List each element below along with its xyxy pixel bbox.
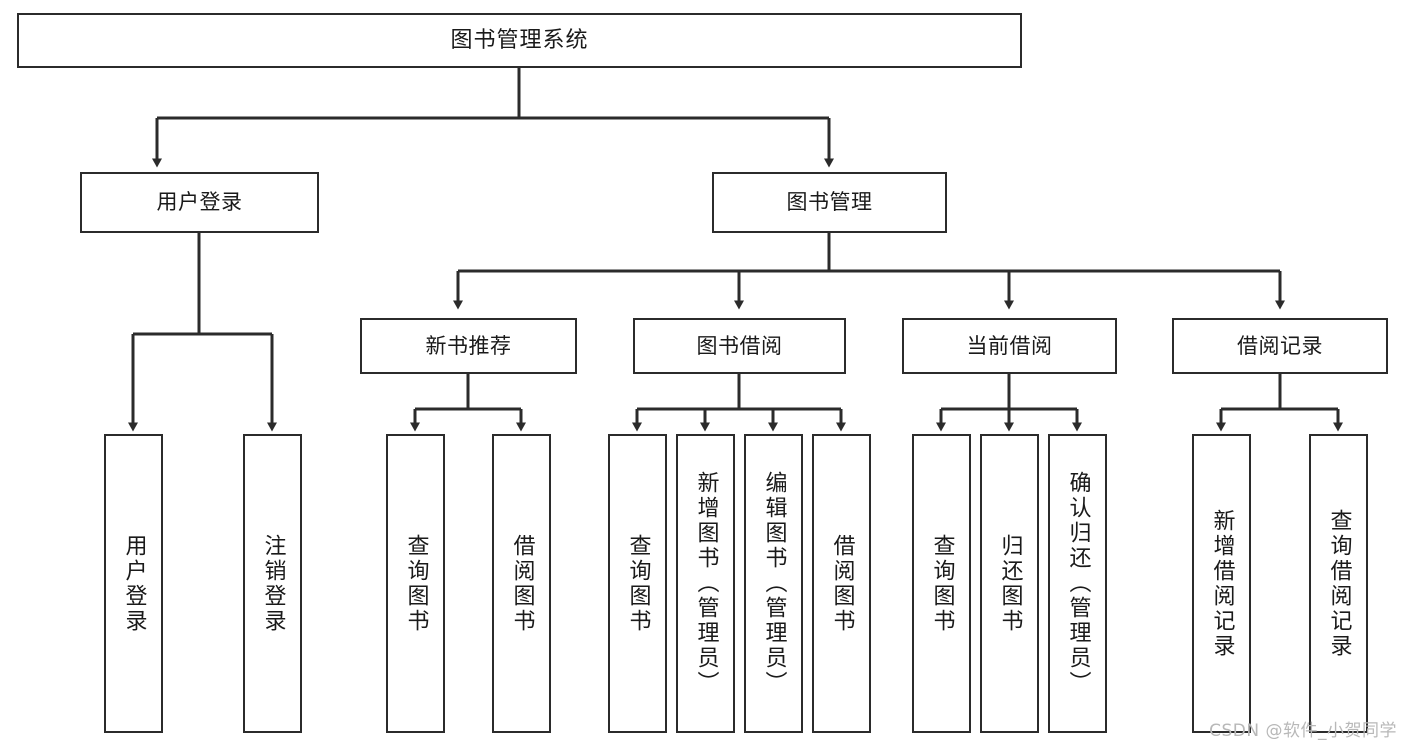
node-new-book-rec-label: 新书推荐 <box>425 333 512 358</box>
node-leaf-query-book-a[interactable]: 查询图书 <box>386 434 445 733</box>
node-current-borrow-label: 当前借阅 <box>966 333 1053 358</box>
node-leaf-borrow-book-a[interactable]: 借阅图书 <box>492 434 551 733</box>
node-leaf-add-book[interactable]: 新增图书（管理员） <box>676 434 735 733</box>
node-borrow-record[interactable]: 借阅记录 <box>1172 318 1388 374</box>
node-borrow-record-label: 借阅记录 <box>1237 333 1323 358</box>
node-current-borrow[interactable]: 当前借阅 <box>902 318 1117 374</box>
node-book-manage[interactable]: 图书管理 <box>712 172 947 233</box>
node-leaf-query-book-b[interactable]: 查询图书 <box>608 434 667 733</box>
node-leaf-user-login-label: 用户登录 <box>121 533 147 634</box>
node-leaf-edit-book[interactable]: 编辑图书（管理员） <box>744 434 803 733</box>
node-leaf-query-book-b-label: 查询图书 <box>625 533 651 634</box>
node-leaf-edit-book-label: 编辑图书（管理员） <box>761 471 787 696</box>
node-leaf-query-book-a-label: 查询图书 <box>403 533 429 634</box>
node-leaf-confirm-return[interactable]: 确认归还（管理员） <box>1048 434 1107 733</box>
node-leaf-query-record-label: 查询借阅记录 <box>1326 508 1352 659</box>
node-book-borrow[interactable]: 图书借阅 <box>633 318 846 374</box>
node-leaf-add-record[interactable]: 新增借阅记录 <box>1192 434 1251 733</box>
node-leaf-return-book-label: 归还图书 <box>997 533 1023 634</box>
node-leaf-user-login[interactable]: 用户登录 <box>104 434 163 733</box>
node-leaf-confirm-return-label: 确认归还（管理员） <box>1065 471 1091 696</box>
node-root[interactable]: 图书管理系统 <box>17 13 1022 68</box>
node-new-book-rec[interactable]: 新书推荐 <box>360 318 577 374</box>
node-book-manage-label: 图书管理 <box>786 190 873 215</box>
node-leaf-borrow-book-a-label: 借阅图书 <box>509 533 535 634</box>
node-book-borrow-label: 图书借阅 <box>696 333 783 358</box>
node-leaf-borrow-book-b[interactable]: 借阅图书 <box>812 434 871 733</box>
node-leaf-query-book-c[interactable]: 查询图书 <box>912 434 971 733</box>
node-user-login-label: 用户登录 <box>156 190 243 215</box>
node-leaf-return-book[interactable]: 归还图书 <box>980 434 1039 733</box>
node-user-login[interactable]: 用户登录 <box>80 172 319 233</box>
node-leaf-query-record[interactable]: 查询借阅记录 <box>1309 434 1368 733</box>
node-leaf-borrow-book-b-label: 借阅图书 <box>829 533 855 634</box>
node-leaf-logout-label: 注销登录 <box>260 533 286 634</box>
node-leaf-query-book-c-label: 查询图书 <box>929 533 955 634</box>
node-root-label: 图书管理系统 <box>450 27 589 53</box>
watermark: CSDN @软件_小贺同学 <box>1209 721 1397 741</box>
node-leaf-logout[interactable]: 注销登录 <box>243 434 302 733</box>
node-leaf-add-book-label: 新增图书（管理员） <box>693 471 719 696</box>
node-leaf-add-record-label: 新增借阅记录 <box>1209 508 1235 659</box>
